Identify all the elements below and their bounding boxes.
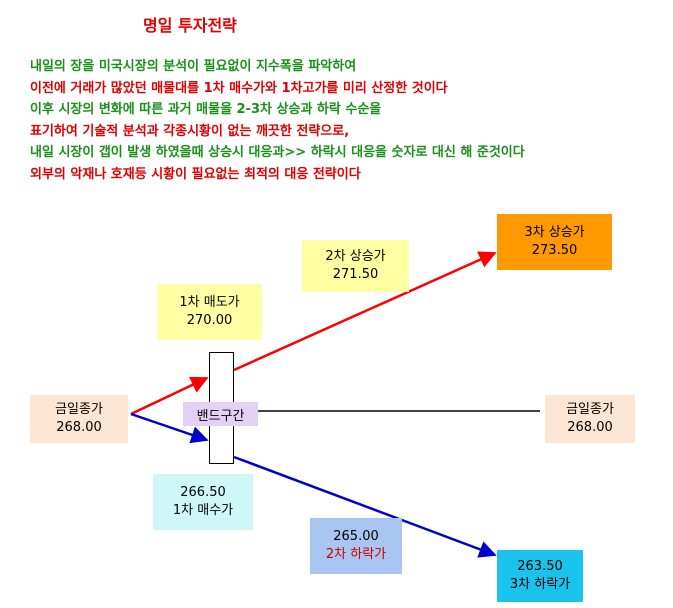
arrow-down-to-target bbox=[233, 455, 497, 558]
up2-label: 2차 상승가 bbox=[325, 249, 386, 264]
arrow-up-to-band bbox=[130, 376, 209, 416]
close-price-left: 금일종가 268.00 bbox=[30, 395, 128, 443]
description-line: 외부의 악재나 호재등 시황이 필요없는 최적의 대응 전략이다 bbox=[30, 166, 361, 182]
up3-value: 273.50 bbox=[531, 243, 578, 258]
close-label: 금일종가 bbox=[566, 402, 614, 417]
arrow-down-to-band bbox=[130, 412, 209, 444]
strategy-description: 내일의 장을 미국시장의 분석이 필요없이 지수폭을 파악하여 이전에 거래가 … bbox=[30, 56, 525, 186]
close-label: 금일종가 bbox=[55, 402, 103, 417]
sell1-value: 270.00 bbox=[186, 313, 233, 328]
buy1-value: 266.50 bbox=[180, 485, 226, 500]
page-title: 명일 투자전략 bbox=[143, 16, 237, 35]
close-value: 268.00 bbox=[56, 420, 102, 435]
down2-label: 2차 하락가 bbox=[325, 547, 387, 562]
up3-label: 3차 상승가 bbox=[524, 225, 585, 240]
description-line: 이후 시장의 변화에 따른 과거 매물을 2-3차 상승과 하락 수순을 bbox=[30, 102, 382, 118]
down2-value: 265.00 bbox=[333, 529, 379, 544]
sell1-label: 1차 매도가 bbox=[179, 295, 240, 310]
buy1-label: 1차 매수가 bbox=[172, 503, 234, 518]
description-line: 내일의 장을 미국시장의 분석이 필요없이 지수폭을 파악하여 bbox=[30, 59, 357, 74]
down3-label: 3차 하락가 bbox=[509, 577, 571, 592]
description-line: 이전에 거래가 많았던 매물대를 1차 매수가와 1차고가를 미리 산정한 것이… bbox=[30, 80, 448, 96]
rise-price-3: 3차 상승가 273.50 bbox=[497, 214, 612, 270]
band-label: 밴드구간 bbox=[183, 402, 258, 426]
up2-value: 271.50 bbox=[332, 267, 379, 282]
sell-price-1: 1차 매도가 270.00 bbox=[157, 284, 262, 340]
fall-price-3: 263.50 3차 하락가 bbox=[497, 550, 583, 602]
rise-price-2: 2차 상승가 271.50 bbox=[302, 240, 409, 292]
description-line: 내일 시장이 갭이 발생 하였을때 상승시 대응과>> 하락시 대응을 숫자로 … bbox=[30, 145, 525, 161]
buy-price-1: 266.50 1차 매수가 bbox=[153, 474, 253, 530]
description-line: 표기하여 기술적 분석과 각종시황이 없는 깨끗한 전략으로, bbox=[30, 123, 350, 139]
down3-value: 263.50 bbox=[517, 559, 563, 574]
close-price-right: 금일종가 268.00 bbox=[545, 395, 635, 443]
close-value: 268.00 bbox=[567, 420, 613, 435]
arrow-up-to-target bbox=[233, 251, 497, 372]
fall-price-2: 265.00 2차 하락가 bbox=[310, 518, 402, 574]
